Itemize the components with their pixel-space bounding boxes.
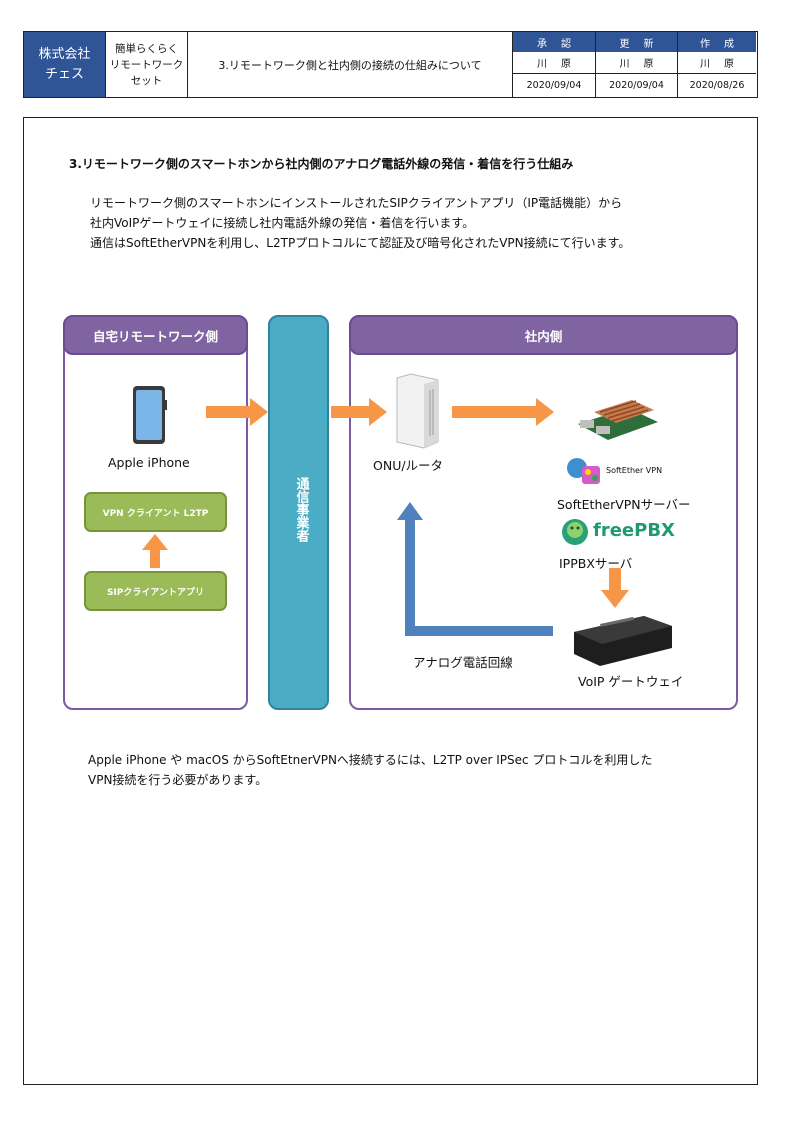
company-name: 株式会社 チェス xyxy=(24,32,106,97)
arrow-carrier-to-router xyxy=(331,398,387,426)
arrow-ippbx-to-gateway xyxy=(601,568,629,608)
freepbx-logo-text: freePBX xyxy=(593,520,675,541)
note-paragraph: Apple iPhone や macOS からSoftEtnerVPNへ接続する… xyxy=(88,750,652,790)
carrier-label: 通信事業者 xyxy=(293,477,309,542)
create-date: 2020/08/26 xyxy=(677,74,756,97)
softether-logo-icon xyxy=(567,458,600,484)
server-board-icon xyxy=(578,400,658,440)
update-role: 更新 xyxy=(595,32,677,52)
intro-line-2: 社内VoIPゲートウェイに接続し社内電話外線の発信・着信を行います。 xyxy=(90,216,475,230)
create-role: 作成 xyxy=(677,32,756,52)
iphone-icon xyxy=(133,386,167,444)
vpn-client-box: VPN クライアント L2TP xyxy=(84,492,227,532)
softether-label: SoftEtherVPNサーバー xyxy=(557,497,691,512)
note-line-1: Apple iPhone や macOS からSoftEtnerVPNへ接続する… xyxy=(88,753,653,767)
company-line1: 株式会社 xyxy=(38,46,91,62)
flow-arrows xyxy=(142,398,629,608)
section-title: 3.リモートワーク側のスマートホンから社内側のアナログ電話外線の発信・着信を行う… xyxy=(69,157,574,171)
update-name: 川原 xyxy=(595,52,677,74)
approval-role: 承認 xyxy=(513,32,595,52)
iphone-label: Apple iPhone xyxy=(108,455,190,470)
analog-line-label: アナログ電話回線 xyxy=(413,655,513,670)
ippbx-label: IPPBXサーバ xyxy=(559,556,633,571)
home-remote-box: 自宅リモートワーク側 xyxy=(63,315,248,710)
note-line-2: VPN接続を行う必要があります。 xyxy=(88,773,268,787)
product-line2: リモートワーク xyxy=(109,58,184,71)
home-remote-title: 自宅リモートワーク側 xyxy=(63,315,248,355)
router-label: ONU/ルータ xyxy=(373,458,444,473)
content-frame xyxy=(23,117,758,1085)
intro-line-1: リモートワーク側のスマートホンにインストールされたSIPクライアントアプリ（IP… xyxy=(90,196,623,210)
intro-paragraph: リモートワーク側のスマートホンにインストールされたSIPクライアントアプリ（IP… xyxy=(90,193,630,253)
sip-client-box: SIPクライアントアプリ xyxy=(84,571,227,611)
update-date: 2020/09/04 xyxy=(595,74,677,97)
arrow-phone-to-carrier xyxy=(206,398,268,426)
office-box: 社内側 xyxy=(349,315,738,710)
document-title: 3.リモートワーク側と社内側の接続の仕組みについて xyxy=(188,32,513,97)
document-header: 株式会社 チェス 簡単らくらく リモートワーク セット 3.リモートワーク側と社… xyxy=(23,31,758,98)
office-title: 社内側 xyxy=(349,315,738,355)
arrow-router-to-server xyxy=(452,398,554,426)
approval-name: 川原 xyxy=(513,52,595,74)
product-name: 簡単らくらく リモートワーク セット xyxy=(106,32,188,97)
arrow-sip-to-vpn xyxy=(142,534,168,568)
product-line1: 簡単らくらく xyxy=(115,42,178,55)
arrow-gateway-to-router xyxy=(397,502,553,636)
create-name: 川原 xyxy=(677,52,756,74)
softether-logo-text: SoftEther VPN xyxy=(606,466,663,475)
voip-gateway-label: VoIP ゲートウェイ xyxy=(578,674,684,689)
intro-line-3: 通信はSoftEtherVPNを利用し、L2TPプロトコルにて認証及び暗号化され… xyxy=(90,236,631,250)
company-line2: チェス xyxy=(44,66,84,82)
approval-date: 2020/09/04 xyxy=(526,80,582,91)
router-icon xyxy=(396,373,439,449)
carrier-box: 通信事業者 xyxy=(268,315,329,710)
product-line3: セット xyxy=(130,74,163,87)
voip-gateway-icon xyxy=(574,616,672,666)
freepbx-logo-icon xyxy=(562,519,588,545)
